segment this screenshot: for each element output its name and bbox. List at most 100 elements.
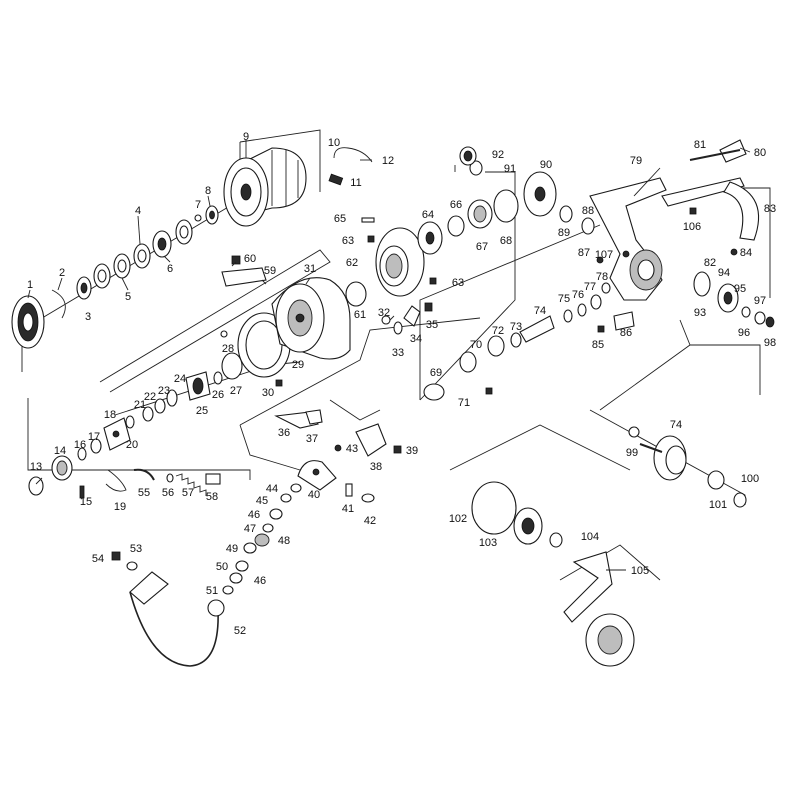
part-drag-washers xyxy=(93,219,193,289)
part-label: 103 xyxy=(479,537,497,549)
part-label: 12 xyxy=(382,155,394,167)
part-label: 77 xyxy=(584,281,596,293)
part-52-bail-wire xyxy=(129,571,225,667)
part-102-o-ring xyxy=(471,481,517,535)
part-label: 62 xyxy=(346,257,358,269)
part-label: 41 xyxy=(342,503,354,515)
part-label: 93 xyxy=(694,307,706,319)
part-87-screw xyxy=(596,256,604,264)
part-label: 43 xyxy=(346,443,358,455)
part-89-washer xyxy=(559,205,573,223)
part-97-bearing xyxy=(754,311,766,325)
part-62-rotor-nut xyxy=(375,227,425,297)
part-105-handle xyxy=(563,551,635,667)
part-label: 100 xyxy=(741,473,759,485)
part-label: 48 xyxy=(278,535,290,547)
part-35-screw xyxy=(424,302,433,312)
part-13-washer xyxy=(28,476,44,496)
part-label: 39 xyxy=(406,445,418,457)
part-14-bushing xyxy=(51,455,73,481)
part-27-seal xyxy=(221,352,243,380)
part-83-body-cover xyxy=(723,181,759,241)
part-label: 34 xyxy=(410,333,422,345)
part-label: 17 xyxy=(88,431,100,443)
part-label: 5 xyxy=(125,291,131,303)
part-label: 99 xyxy=(626,447,638,459)
part-55-trip-lever xyxy=(133,468,155,481)
part-88-washer xyxy=(581,217,595,235)
part-11-clicker xyxy=(328,173,344,186)
part-16-washer xyxy=(77,447,87,461)
part-label: 21 xyxy=(134,399,146,411)
part-label: 81 xyxy=(694,139,706,151)
part-74b-drive-gear xyxy=(639,435,687,481)
part-42-collar xyxy=(361,493,375,503)
part-label: 107 xyxy=(595,249,613,261)
part-label: 19 xyxy=(114,501,126,513)
part-34-clip xyxy=(403,305,421,327)
part-92-cap xyxy=(459,146,477,166)
part-3-nut xyxy=(76,276,92,300)
part-label: 11 xyxy=(350,177,361,189)
part-label: 84 xyxy=(740,247,752,259)
part-label: 57 xyxy=(182,487,194,499)
part-label: 105 xyxy=(631,565,649,577)
part-label: 10 xyxy=(328,137,340,149)
part-label: 23 xyxy=(158,385,170,397)
part-label: 3 xyxy=(85,311,91,323)
part-28-screw xyxy=(220,330,228,338)
part-label: 94 xyxy=(718,267,730,279)
part-72-bearing xyxy=(487,335,505,357)
part-shapes xyxy=(11,139,775,667)
part-61-seal xyxy=(345,281,367,307)
part-label: 106 xyxy=(683,221,701,233)
part-label: 67 xyxy=(476,241,488,253)
part-label: 4 xyxy=(135,205,141,217)
part-label: 32 xyxy=(378,307,390,319)
part-label: 55 xyxy=(138,487,150,499)
part-label: 66 xyxy=(450,199,462,211)
part-17-ring xyxy=(90,438,102,454)
part-label: 95 xyxy=(734,283,746,295)
part-66-washer xyxy=(447,215,465,237)
part-label: 40 xyxy=(308,489,320,501)
part-1-drag-knob xyxy=(11,295,45,349)
part-label: 71 xyxy=(458,397,470,409)
part-82-plate xyxy=(661,177,745,207)
part-label: 37 xyxy=(306,433,318,445)
part-7-pin xyxy=(194,214,202,222)
part-label: 26 xyxy=(212,389,224,401)
part-44-washer xyxy=(290,483,302,493)
part-81-screw-rod xyxy=(689,149,741,161)
part-86-cover xyxy=(613,311,635,331)
part-99-washer xyxy=(628,426,640,438)
part-label: 74 xyxy=(670,419,682,431)
part-label: 64 xyxy=(422,209,434,221)
part-49-bearing xyxy=(243,542,257,554)
part-85-screw xyxy=(597,325,605,333)
part-77-bearing xyxy=(590,294,602,310)
part-label: 96 xyxy=(738,327,750,339)
part-label: 87 xyxy=(578,247,590,259)
part-number-labels: 1 2 3 4 5 6 7 8 9 10 11 12 13 14 15 16 1… xyxy=(27,131,776,637)
part-label: 52 xyxy=(234,625,246,637)
part-label: 51 xyxy=(206,585,218,597)
part-56-pin xyxy=(166,473,174,483)
part-75-washer xyxy=(563,309,573,323)
part-94-gear xyxy=(717,283,739,313)
part-20-washer xyxy=(125,415,135,429)
part-93-washer xyxy=(693,271,711,297)
part-67-pinion xyxy=(467,199,493,229)
part-68-bearing xyxy=(493,189,519,223)
part-53-washer xyxy=(126,561,138,571)
part-96-washer xyxy=(741,306,751,318)
part-label: 33 xyxy=(392,347,404,359)
part-65-screw xyxy=(361,217,375,223)
part-label: 9 xyxy=(243,131,249,143)
part-69-bushing xyxy=(423,383,445,401)
part-label: 63 xyxy=(342,235,354,247)
part-91-ring xyxy=(469,160,483,176)
part-label: 68 xyxy=(500,235,512,247)
part-label: 58 xyxy=(206,491,218,503)
part-label: 45 xyxy=(256,495,268,507)
